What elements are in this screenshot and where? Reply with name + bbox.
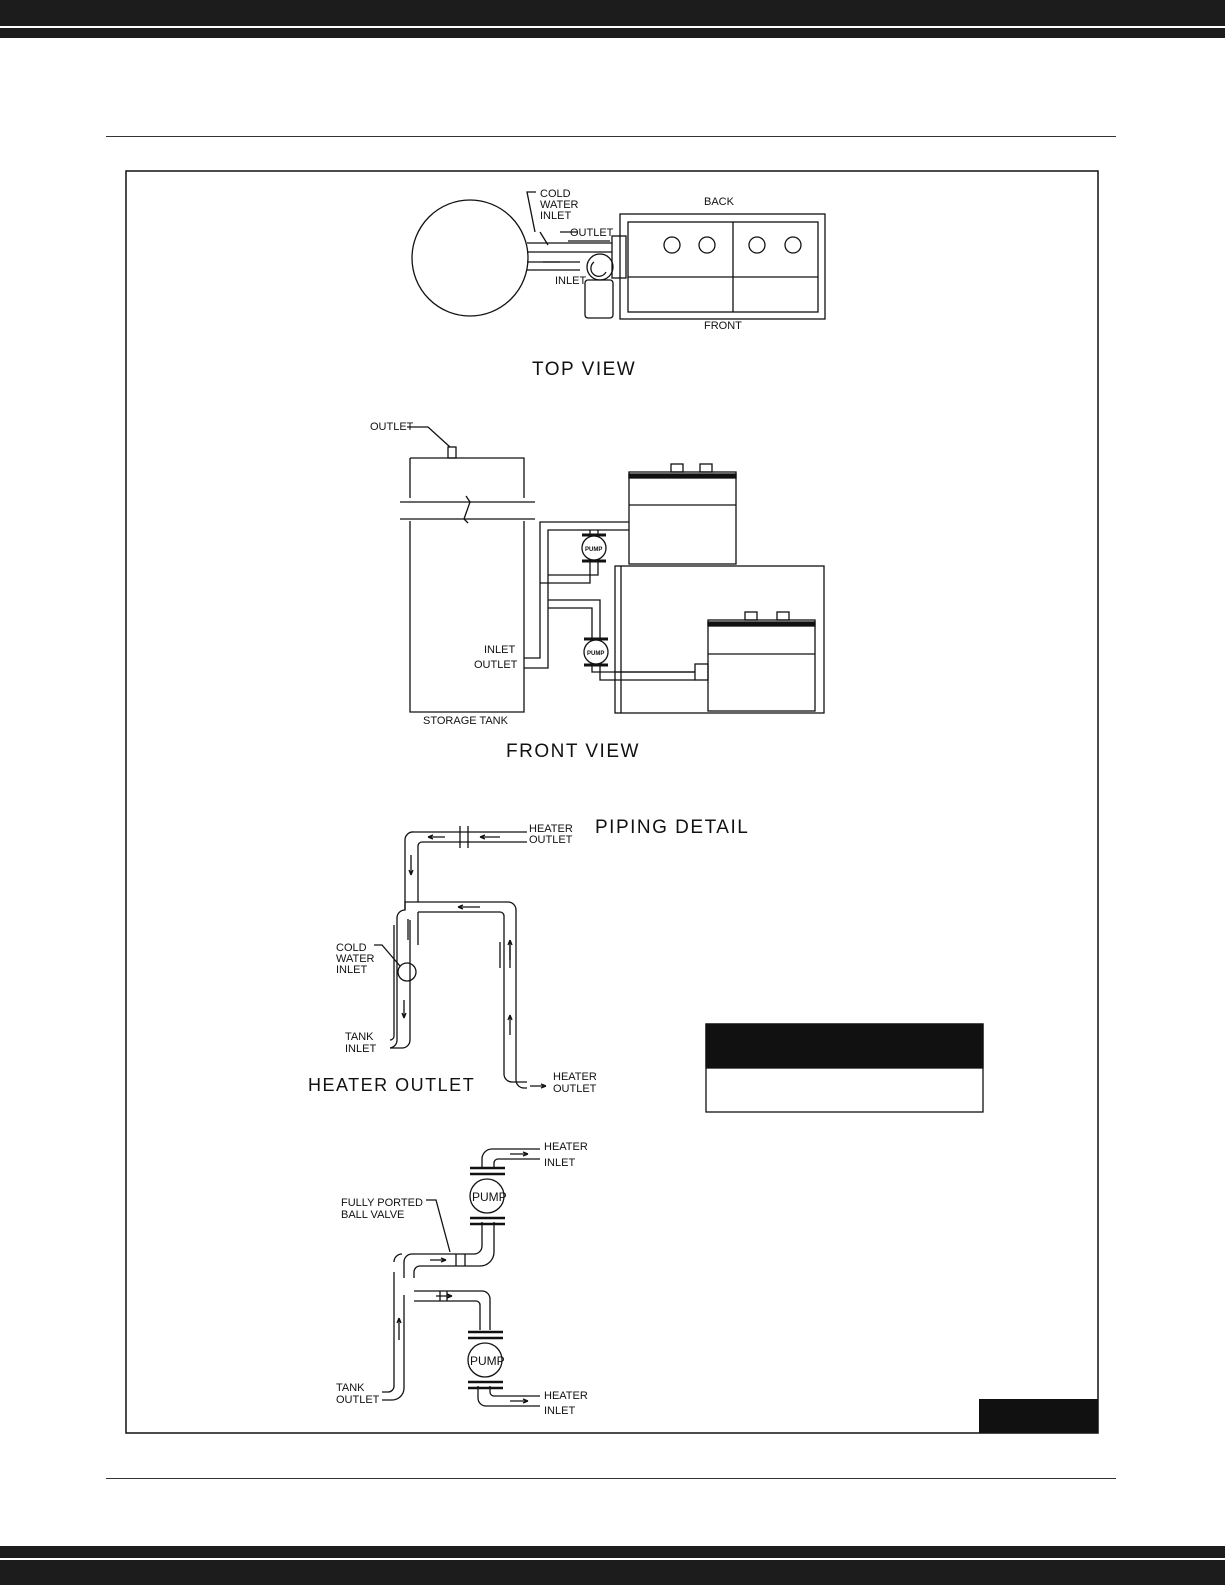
burner-4 bbox=[785, 237, 801, 253]
rack-details bbox=[615, 566, 695, 713]
arrow-8 bbox=[530, 1084, 546, 1088]
ball-valve-1: FULLY PORTED bbox=[341, 1197, 423, 1209]
storage-tank-label: STORAGE TANK bbox=[423, 715, 509, 727]
arrow-6 bbox=[508, 940, 512, 960]
upper-heater-band bbox=[629, 474, 736, 478]
front-inlet-label: INLET bbox=[484, 644, 515, 656]
upper-loop-piping bbox=[524, 522, 629, 668]
heater-dividers-top bbox=[628, 222, 818, 312]
detail-tank-inlet-2: INLET bbox=[345, 1043, 376, 1055]
footer-band bbox=[0, 1546, 1225, 1585]
top-pump-arc bbox=[591, 262, 606, 276]
ball-valve-leader bbox=[426, 1200, 450, 1252]
arrow-1 bbox=[428, 835, 445, 839]
upper-heater-inlet-pipe bbox=[482, 1149, 540, 1168]
arrow-7 bbox=[402, 1000, 406, 1018]
ball-valve-2: BALL VALVE bbox=[341, 1209, 404, 1221]
lower-heater-vent-1 bbox=[745, 612, 757, 620]
lower-loop-piping bbox=[548, 600, 600, 640]
arrow-4 bbox=[458, 905, 480, 909]
arrow-5 bbox=[508, 1015, 512, 1035]
outlet-pipe-inner bbox=[418, 842, 527, 902]
inlet-piping-detail bbox=[382, 1149, 540, 1406]
in-arrow-5 bbox=[510, 1399, 528, 1403]
detail-heater-outlet-4: OUTLET bbox=[553, 1083, 597, 1095]
top-header-block bbox=[612, 236, 626, 278]
return-pipe-outer bbox=[405, 902, 527, 1088]
top-outlet-label: OUTLET bbox=[570, 227, 614, 239]
cold-water-leader-detail bbox=[374, 945, 400, 966]
footer-rule bbox=[106, 1478, 1116, 1479]
upper-heater-vent-2 bbox=[700, 464, 712, 472]
heater-outlet-heading: HEATER OUTLET bbox=[308, 1075, 475, 1095]
tank-outlet-pipe bbox=[382, 1272, 404, 1400]
tank-outlet-nozzle bbox=[448, 447, 456, 458]
lower-pump-detail-label: PUMP bbox=[470, 1354, 505, 1368]
note-box-header bbox=[706, 1024, 983, 1068]
piping-detail-title: PIPING DETAIL bbox=[595, 817, 749, 838]
lower-pump-label: PUMP bbox=[587, 651, 604, 657]
detail-tank-inlet-1: TANK bbox=[345, 1031, 374, 1043]
lower-pump-piping bbox=[592, 665, 695, 680]
upper-pump-label: PUMP bbox=[585, 547, 602, 553]
detail-heater-outlet-3: HEATER bbox=[553, 1071, 597, 1083]
heater-rack bbox=[615, 566, 824, 713]
storage-tank-front bbox=[410, 458, 524, 712]
outlet-piping-detail bbox=[374, 826, 546, 1088]
front-outlet-label: OUTLET bbox=[370, 421, 414, 433]
top-cold-3: INLET bbox=[540, 210, 571, 222]
tank-outlet-2: OUTLET bbox=[336, 1394, 380, 1406]
top-view bbox=[412, 192, 825, 319]
heater-outline-top bbox=[620, 214, 825, 319]
in-arrow-2 bbox=[430, 1258, 446, 1262]
inlet-heater-1: HEATER bbox=[544, 1141, 588, 1153]
top-front-label: FRONT bbox=[704, 320, 742, 332]
cold-water-tee bbox=[398, 963, 416, 981]
front-outlet-low-label: OUTLET bbox=[474, 659, 518, 671]
lower-branch-pipe bbox=[414, 1291, 490, 1330]
storage-tank-top bbox=[412, 200, 528, 316]
inlet-heater-3: HEATER bbox=[544, 1390, 588, 1402]
top-back-label: BACK bbox=[704, 196, 735, 208]
return-pipe-inner bbox=[418, 912, 527, 1082]
lower-header-block bbox=[695, 664, 708, 680]
arrow-2 bbox=[480, 835, 500, 839]
top-inlet-label: INLET bbox=[555, 275, 586, 287]
in-arrow-3 bbox=[436, 1294, 452, 1298]
upper-pump-piping bbox=[540, 530, 598, 583]
inlet-heater-2: INLET bbox=[544, 1157, 575, 1169]
upper-heater bbox=[629, 472, 736, 564]
in-arrow-1 bbox=[510, 1152, 528, 1156]
top-pump-motor bbox=[585, 280, 613, 318]
detail-cold-3: INLET bbox=[336, 964, 367, 976]
lower-heater-band bbox=[708, 622, 815, 626]
cold-water-leader bbox=[527, 192, 536, 232]
tank-outlet-elbow bbox=[394, 1254, 402, 1262]
upper-pump-detail-label: PUMP bbox=[472, 1190, 507, 1204]
front-view bbox=[400, 427, 824, 713]
arrow-3 bbox=[409, 855, 413, 875]
tank-outlet-1: TANK bbox=[336, 1382, 365, 1394]
detail-heater-outlet-2: OUTLET bbox=[529, 834, 573, 846]
tank-inlet-pipe bbox=[390, 920, 410, 1048]
heater-inner-top bbox=[628, 222, 818, 312]
lower-heater bbox=[708, 620, 815, 711]
upper-heater-vent-1 bbox=[671, 464, 683, 472]
lower-heater-vent-2 bbox=[777, 612, 789, 620]
valve-marks bbox=[460, 826, 510, 968]
burner-2 bbox=[699, 237, 715, 253]
outlet-leader-front bbox=[407, 427, 450, 447]
inlet-heater-4: INLET bbox=[544, 1405, 575, 1417]
burner-3 bbox=[749, 237, 765, 253]
in-arrow-4 bbox=[397, 1318, 401, 1340]
front-view-title: FRONT VIEW bbox=[506, 741, 640, 762]
figure-tab bbox=[979, 1399, 1098, 1433]
top-piping bbox=[527, 243, 612, 270]
burner-1 bbox=[664, 237, 680, 253]
top-view-title: TOP VIEW bbox=[532, 359, 636, 380]
